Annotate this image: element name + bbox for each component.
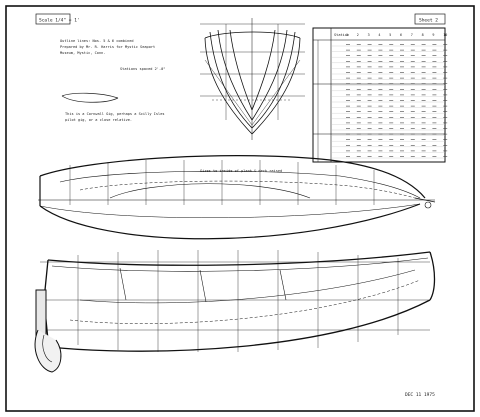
offsets-table: Sheet 2 Station 1 2 3 4 5 6 7 8 9 10 — [312, 13, 448, 163]
station-spacing-note: Stations spaced 2'-0" — [120, 67, 165, 71]
column-header: 7 — [411, 33, 413, 37]
sheet-label: Sheet 2 — [419, 18, 438, 24]
profile-view — [34, 250, 436, 373]
note-line-2: Prepared by Mr. R. Harris for Mystic Sea… — [60, 45, 155, 49]
notes: This is a Cornwall Gig, perhaps a Scilly… — [65, 112, 165, 122]
column-header: 2 — [357, 33, 359, 37]
scale-label: Scale 1/4" = 1' — [39, 18, 80, 24]
column-header: 5 — [389, 33, 391, 37]
profile-sketch — [61, 92, 119, 103]
column-header: 4 — [378, 33, 380, 37]
notes-line-2: pilot gig, or a close relative. — [65, 118, 132, 122]
column-header: 10 — [443, 33, 447, 37]
half-breadth-plan: Sizes to inside of plank & deck raised — [38, 155, 436, 240]
column-header: 3 — [368, 33, 370, 37]
column-header: 1 — [346, 33, 348, 37]
column-header: 9 — [432, 33, 434, 37]
station-header: Station — [334, 33, 349, 37]
note-line-3: Museum, Mystic, Conn. — [60, 51, 105, 55]
scale-label-box: Scale 1/4" = 1' — [35, 13, 80, 25]
column-headers: 1 2 3 4 5 6 7 8 9 10 — [346, 33, 447, 37]
body-plan-notes: Outline lines: Nos. 5 & 6 combined Prepa… — [60, 39, 155, 55]
body-plan — [200, 18, 305, 140]
sheet-label-box — [414, 13, 446, 25]
sheet-border — [5, 5, 475, 412]
note-line-1: Outline lines: Nos. 5 & 6 combined — [60, 39, 134, 43]
column-header: 6 — [400, 33, 402, 37]
column-header: 8 — [422, 33, 424, 37]
stamp-date: DEC 11 1975 — [405, 392, 435, 398]
table-rows — [331, 44, 448, 159]
notes-line-1: This is a Cornwall Gig, perhaps a Scilly… — [65, 112, 165, 116]
received-stamp: DEC 11 1975 — [405, 392, 435, 398]
